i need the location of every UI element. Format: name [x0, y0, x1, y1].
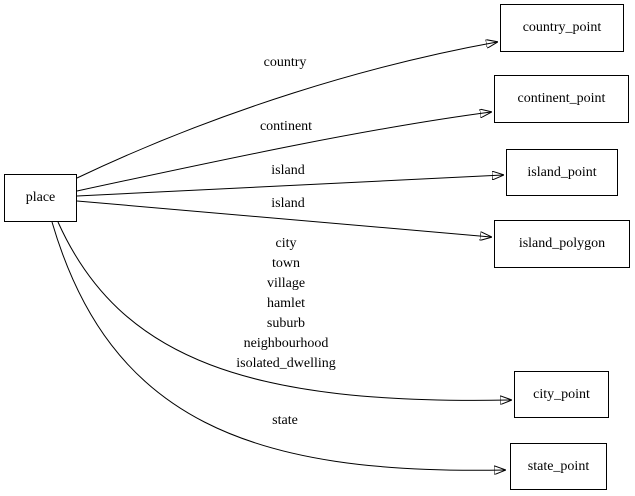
edge-label-island-polygon: island — [271, 196, 305, 211]
node-island-point-label: island_point — [527, 164, 597, 180]
edge-place-island-polygon — [76, 200, 491, 237]
edge-place-state-point — [51, 221, 505, 470]
node-continent-point: continent_point — [494, 75, 629, 123]
node-city-point: city_point — [514, 371, 609, 418]
edge-label-continent: continent — [259, 119, 313, 134]
node-island-polygon: island_polygon — [494, 220, 630, 268]
edge-label-country: country — [263, 55, 307, 70]
edge-place-island-point — [76, 175, 503, 197]
node-island-polygon-label: island_polygon — [518, 236, 606, 251]
edge-label-state: state — [272, 413, 298, 428]
edge-place-country-point — [76, 42, 497, 179]
node-continent-point-label: continent_point — [517, 91, 606, 106]
edge-place-city-point — [57, 221, 511, 400]
node-country-point: country_point — [500, 4, 624, 52]
node-country-point-label: country_point — [522, 20, 602, 35]
edge-label-city-list: city town village hamlet suburb neighbou… — [236, 236, 336, 371]
node-state-point: state_point — [510, 443, 607, 490]
node-place-label: place — [25, 190, 56, 205]
node-state-point-label: state_point — [527, 458, 590, 474]
edge-label-island-point: island — [271, 163, 305, 178]
edge-place-continent-point — [76, 112, 491, 192]
node-island-point: island_point — [506, 149, 618, 196]
node-place: place — [4, 174, 77, 222]
node-city-point-label: city_point — [533, 386, 590, 402]
